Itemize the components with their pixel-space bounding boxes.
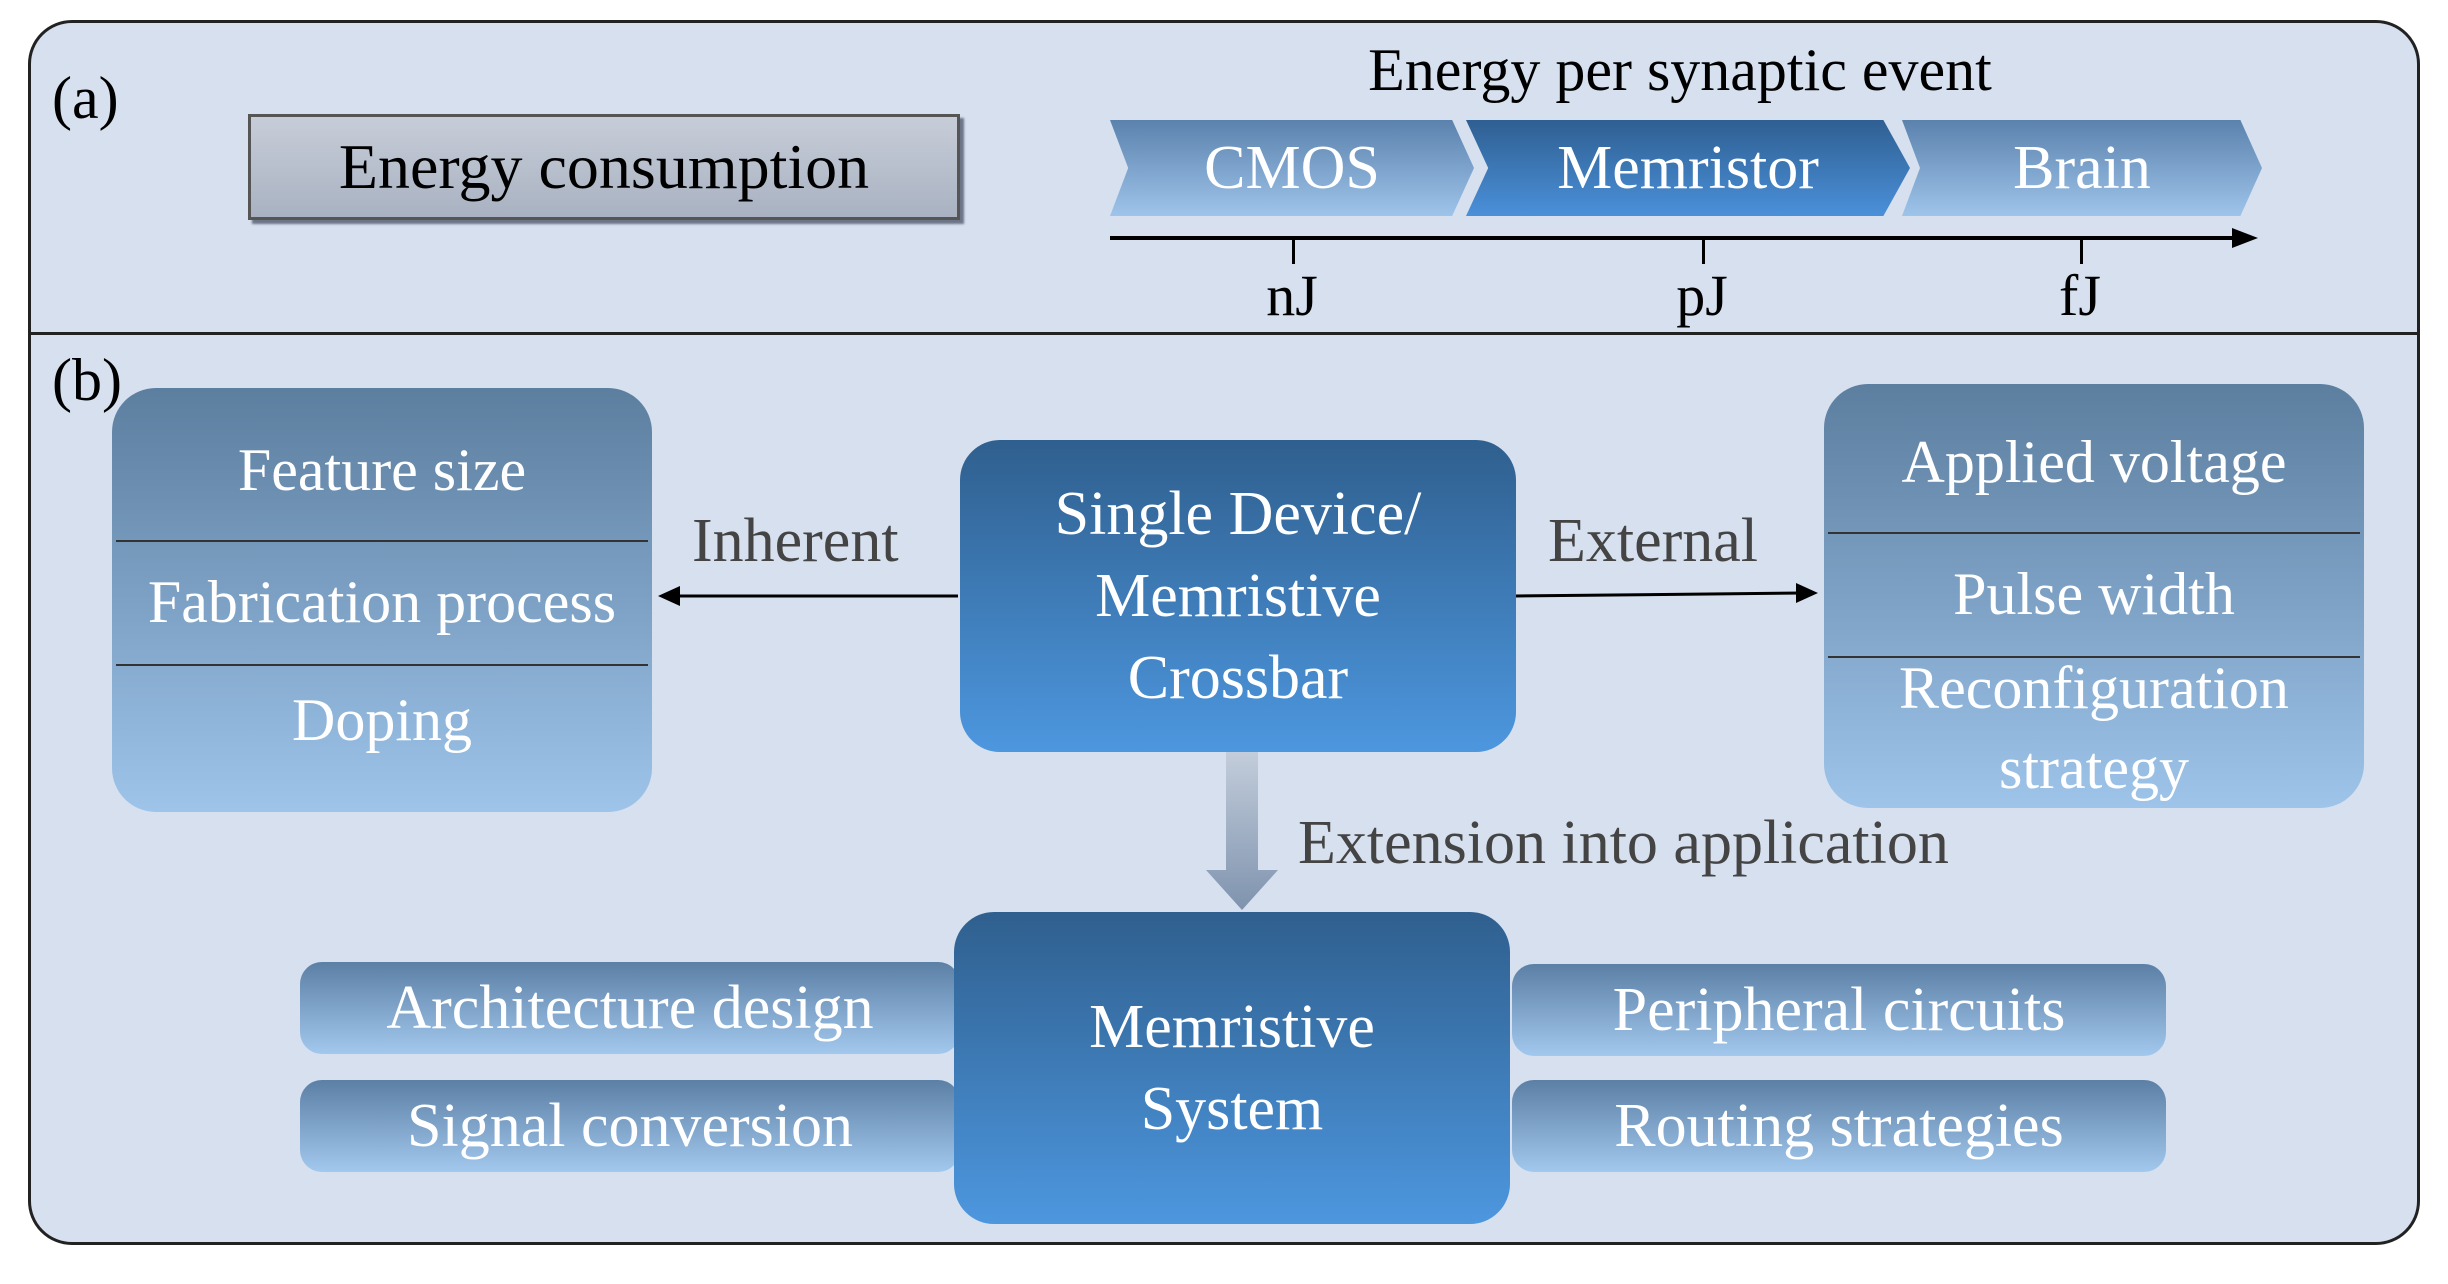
external-factors-box: Applied voltage Pulse width Reconfigurat… bbox=[1824, 384, 2364, 808]
inherent-factors-box: Feature size Fabrication process Doping bbox=[112, 388, 652, 812]
energy-axis-arrowhead bbox=[2232, 228, 2258, 248]
external-label: External bbox=[1548, 507, 1759, 575]
inherent-divider-1 bbox=[116, 540, 648, 542]
stage-cmos: CMOS bbox=[1110, 120, 1474, 216]
peripheral-circuits-pill: Peripheral circuits bbox=[1512, 964, 2166, 1056]
reconfiguration-text: Reconfiguration bbox=[1899, 655, 2289, 721]
stage-brain: Brain bbox=[1902, 120, 2262, 216]
tick-label-nj: nJ bbox=[1266, 263, 1318, 328]
feature-size-text: Feature size bbox=[237, 437, 527, 503]
tick-label-pj: pJ bbox=[1676, 263, 1728, 328]
inherent-divider-2 bbox=[116, 664, 648, 666]
panel-a-label: (a) bbox=[52, 65, 119, 131]
extension-arrow bbox=[1206, 752, 1278, 910]
single-device-box: Single Device/ Memristive Crossbar bbox=[960, 440, 1516, 752]
memristive-system-box: Memristive System bbox=[954, 912, 1510, 1224]
single-device-line-2: Memristive bbox=[1095, 562, 1381, 630]
applied-voltage-text: Applied voltage bbox=[1901, 429, 2287, 495]
strategy-text: strategy bbox=[1999, 735, 2189, 801]
external-arrow bbox=[1515, 591, 1803, 598]
external-divider-2 bbox=[1828, 656, 2360, 658]
tick-nj bbox=[1292, 238, 1295, 264]
doping-text: Doping bbox=[292, 687, 472, 753]
energy-scale-title: Energy per synaptic event bbox=[1368, 37, 1992, 103]
panel-b-label: (b) bbox=[52, 347, 122, 413]
memristive-system-line-1: Memristive bbox=[1089, 993, 1375, 1061]
tick-label-fj: fJ bbox=[2059, 263, 2101, 328]
signal-conversion-pill: Signal conversion bbox=[300, 1080, 960, 1172]
tick-pj bbox=[1702, 238, 1705, 264]
stage-memristor: Memristor bbox=[1466, 120, 1910, 216]
panel-divider bbox=[28, 332, 2420, 335]
external-divider-1 bbox=[1828, 532, 2360, 534]
single-device-line-3: Crossbar bbox=[1127, 644, 1349, 712]
inherent-arrowhead bbox=[658, 586, 680, 606]
architecture-design-pill: Architecture design bbox=[300, 962, 960, 1054]
external-arrowhead bbox=[1796, 583, 1818, 603]
routing-strategies-pill: Routing strategies bbox=[1512, 1080, 2166, 1172]
fabrication-process-text: Fabrication process bbox=[147, 569, 617, 635]
energy-consumption-box: Energy consumption bbox=[248, 114, 960, 220]
pulse-width-text: Pulse width bbox=[1953, 561, 2235, 627]
inherent-label: Inherent bbox=[692, 507, 899, 575]
single-device-line-1: Single Device/ bbox=[1054, 480, 1422, 548]
extension-label: Extension into application bbox=[1298, 809, 1949, 877]
memristive-system-line-2: System bbox=[1140, 1075, 1324, 1143]
tick-fj bbox=[2080, 238, 2083, 264]
